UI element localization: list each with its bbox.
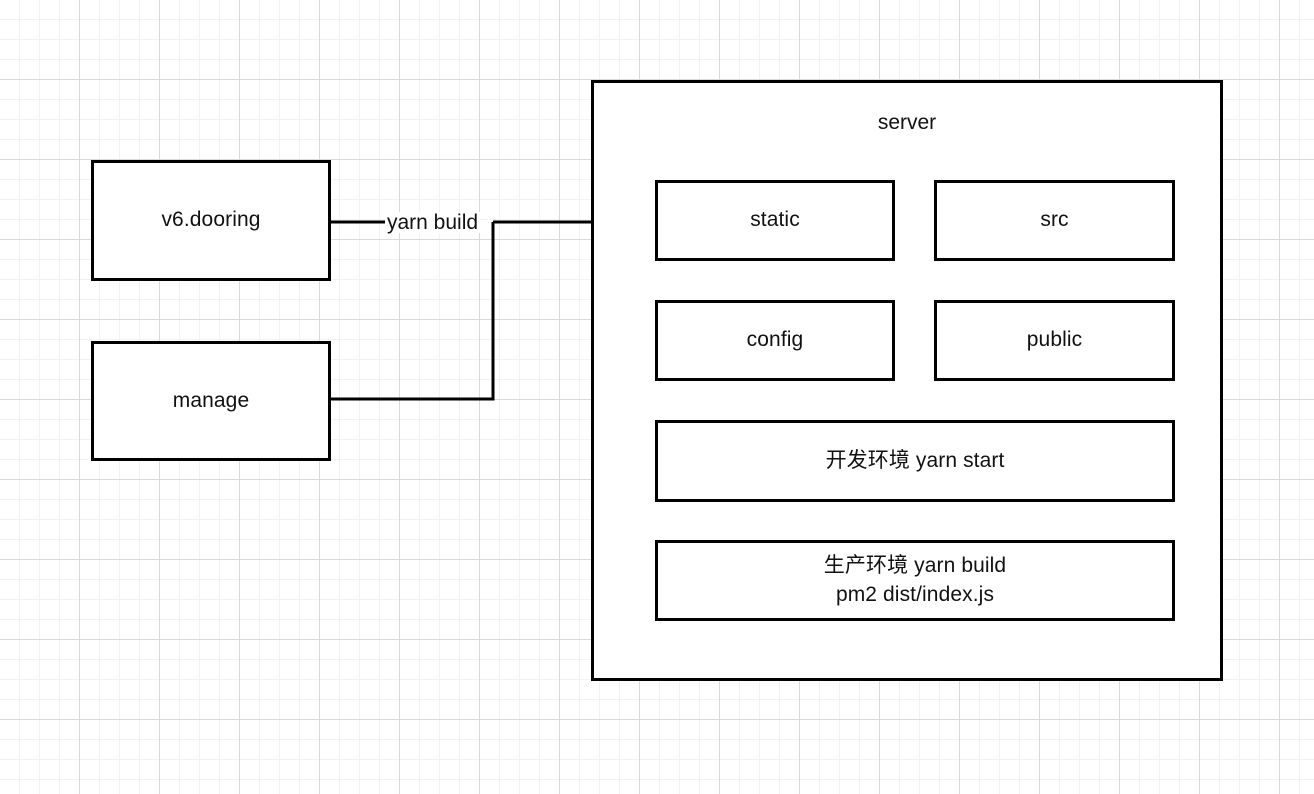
node-manage-label: manage xyxy=(172,388,250,412)
node-dev-env-command-line-1: 开发环境 yarn start xyxy=(825,448,1005,472)
node-v6-dooring-label: v6.dooring xyxy=(161,208,261,232)
node-config-label: config xyxy=(746,328,804,352)
node-public[interactable]: public xyxy=(934,300,1175,381)
node-prod-env-command-line-2: pm2 dist/index.js xyxy=(835,582,995,606)
edge-label-yarn-build: yarn build xyxy=(385,211,481,234)
node-src-label: src xyxy=(1040,208,1069,232)
node-config[interactable]: config xyxy=(655,300,895,381)
edge-manage-elbow xyxy=(331,222,495,401)
node-v6-dooring[interactable]: v6.dooring xyxy=(91,160,331,281)
node-prod-env-command[interactable]: 生产环境 yarn build pm2 dist/index.js xyxy=(655,540,1175,621)
node-prod-env-command-line-1: 生产环境 yarn build xyxy=(823,554,1007,578)
node-manage[interactable]: manage xyxy=(91,341,331,461)
group-server-title: server xyxy=(877,111,937,134)
node-src[interactable]: src xyxy=(934,180,1175,261)
node-public-label: public xyxy=(1026,328,1083,352)
node-static[interactable]: static xyxy=(655,180,895,261)
node-dev-env-command[interactable]: 开发环境 yarn start xyxy=(655,420,1175,502)
node-static-label: static xyxy=(750,208,800,232)
